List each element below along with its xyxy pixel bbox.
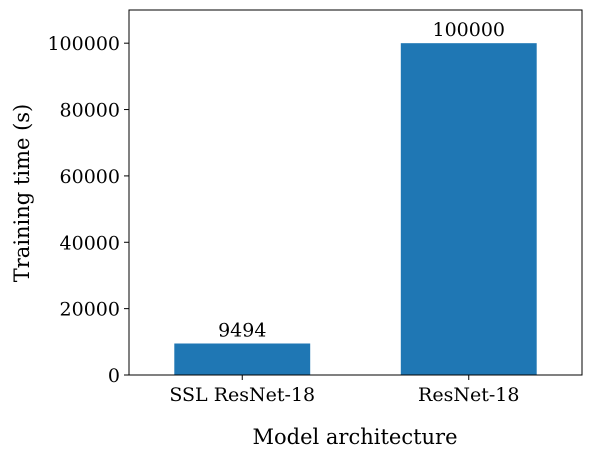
bar-value-label: 9494 — [218, 319, 266, 341]
y-tick-label: 80000 — [60, 100, 120, 122]
x-tick-label: SSL ResNet-18 — [169, 384, 315, 406]
y-axis: 0 20000 40000 60000 80000 100000 — [47, 33, 129, 387]
y-axis-label: Training time (s) — [10, 104, 34, 283]
y-tick-label: 40000 — [60, 232, 120, 254]
y-tick-label: 0 — [108, 365, 120, 387]
x-tick-label: ResNet-18 — [418, 384, 519, 406]
y-tick-label: 100000 — [47, 33, 120, 55]
bar-value-label: 100000 — [432, 19, 505, 41]
x-axis: SSL ResNet-18 ResNet-18 — [169, 375, 519, 406]
value-labels-group: 9494 100000 — [218, 19, 505, 341]
y-tick-label: 60000 — [60, 166, 120, 188]
y-tick-label: 20000 — [60, 299, 120, 321]
x-axis-label: Model architecture — [252, 425, 457, 449]
plot-frame — [128, 9, 583, 376]
bars-group — [174, 43, 537, 375]
bar — [174, 343, 311, 375]
bar — [400, 43, 537, 375]
